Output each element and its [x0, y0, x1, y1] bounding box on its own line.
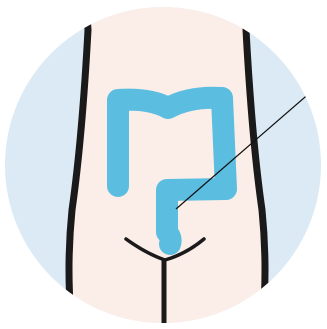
colon-anatomy-illustration — [0, 0, 327, 329]
